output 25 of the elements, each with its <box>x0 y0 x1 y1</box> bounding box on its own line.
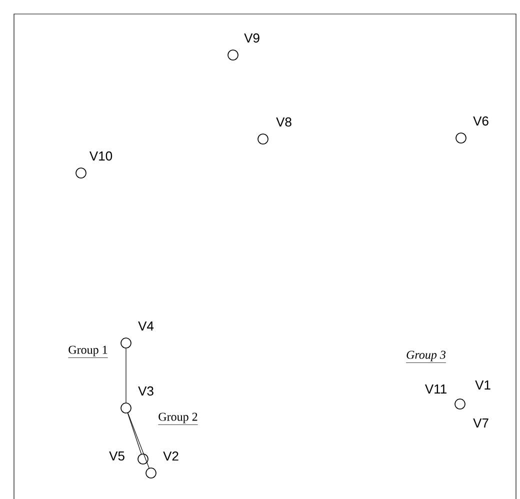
vertex-label: V9 <box>244 33 260 43</box>
vertex-circle <box>146 468 156 478</box>
vertex-label: V6 <box>473 116 488 126</box>
edge-line <box>128 412 150 468</box>
vertex-label: V3 <box>138 386 154 396</box>
vertex-circle <box>454 398 466 410</box>
vertex-label: V7 <box>473 418 488 428</box>
vertex-label: V4 <box>138 322 154 330</box>
vertex-circle <box>120 402 132 414</box>
vertex-label: V11 <box>424 384 446 394</box>
vertex-circle <box>456 132 466 144</box>
vertex-label: V5 <box>109 451 124 461</box>
vertex-label: V8 <box>276 117 292 127</box>
group-label: Group 1 <box>68 346 108 358</box>
vertex-label: V1 <box>475 380 490 390</box>
vertex-label: V10 <box>90 151 112 161</box>
vertex-circle <box>120 338 132 348</box>
vertex-circle <box>76 168 86 178</box>
vertex-label: V2 <box>163 451 178 461</box>
vertex-circle <box>138 454 148 464</box>
group-label: Group 3 <box>406 350 446 363</box>
vertex-circle <box>258 134 268 144</box>
edge-line <box>127 412 142 454</box>
group-label: Group 2 <box>158 412 198 425</box>
vertex-circle <box>228 50 238 60</box>
